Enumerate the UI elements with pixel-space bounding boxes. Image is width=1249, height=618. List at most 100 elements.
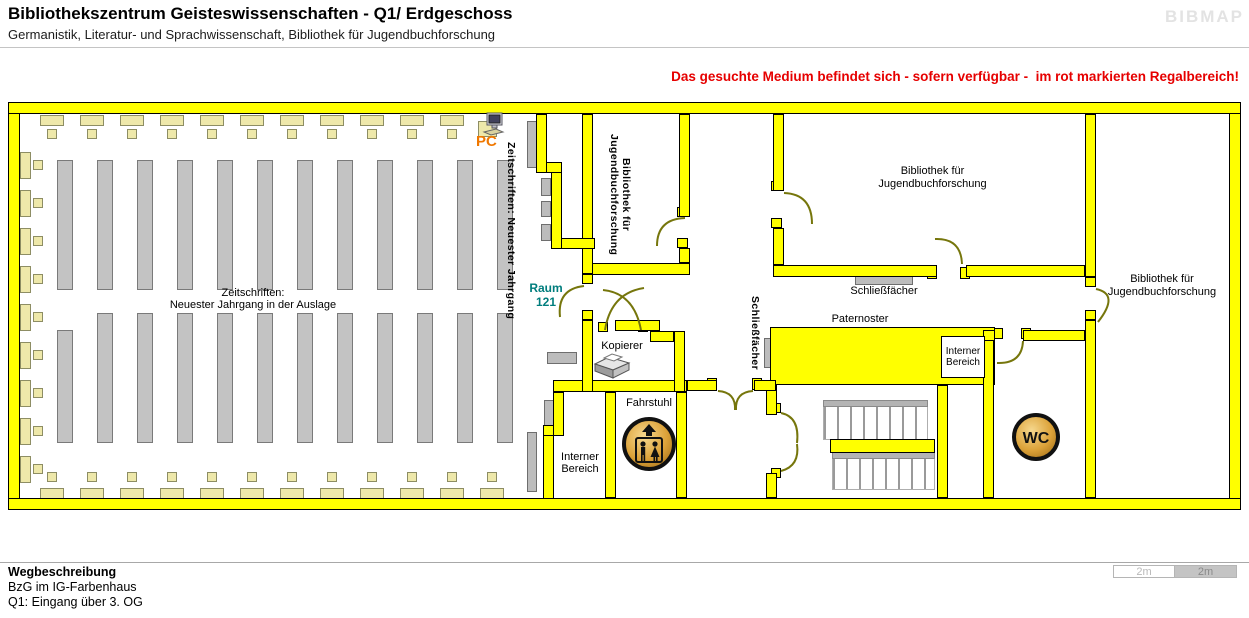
book-shelf [137,160,153,290]
journals-sign-line1: Zeitschriften: [221,287,285,299]
journal-shelf-bar [527,432,537,492]
internal-left-line1: Interner [561,451,599,463]
chair [407,129,417,139]
jugendbuch-room-top-label: Bibliothek für Jugendbuchforschung [830,165,1035,191]
wall [8,498,1241,510]
door-jamb [1085,310,1096,320]
wall [773,228,784,265]
door-swing-arc [780,412,799,444]
chair [247,472,257,482]
elevator-label: Fahrstuhl [626,397,672,409]
jugendbuch-right-line1: Bibliothek für [1130,273,1194,285]
door-jamb [582,310,593,320]
wall [1023,330,1085,341]
wall [983,330,995,341]
chair [287,472,297,482]
internal-area-left-label: Interner Bereich [548,451,612,475]
journals-display-sign: Zeitschriften: Neuester Jahrgang in der … [128,287,378,311]
side-table [20,304,31,331]
stair-flight [823,400,928,440]
reading-table [320,115,344,126]
stair-flight [832,452,935,490]
header-divider [0,47,1249,48]
side-table [20,456,31,483]
wall [553,392,564,436]
pc-icon [482,112,506,140]
chair [167,129,177,139]
reading-table [360,115,384,126]
internal-area-box: Interner Bereich [941,336,985,378]
door-jamb [677,238,688,248]
wall [1085,320,1096,498]
chair [33,350,43,360]
chair [287,129,297,139]
wc-icon: WC [1011,412,1061,462]
wall-shelf [541,201,551,217]
shelf-highlight-notice: Das gesuchte Medium befindet sich - sofe… [671,69,1239,84]
chair [33,388,43,398]
reading-table [160,115,184,126]
wall [536,114,547,173]
reading-table [120,115,144,126]
wall [615,320,660,331]
side-table [20,418,31,445]
chair [33,160,43,170]
internal-line1: Interner [945,346,981,357]
chair [207,472,217,482]
chair [407,472,417,482]
reading-table [400,115,424,126]
door-swing-arc [734,390,754,411]
door-swing-arc [783,192,813,225]
journals-sign-line2: Neuester Jahrgang in der Auslage [169,299,337,311]
chair [33,274,43,284]
jugendbuch-top-line1: Bibliothek für [900,165,965,177]
book-shelf [377,313,393,443]
room-121-label: Raum 121 [520,281,572,309]
chair [167,472,177,482]
jugendbuch-top-line2: Jugendbuchforschung [878,178,987,190]
wall [582,263,690,275]
chair [247,129,257,139]
wall [966,265,1085,277]
book-shelf [217,160,233,290]
wall [766,473,777,498]
door-jamb [598,322,608,332]
chair [367,129,377,139]
copier-label: Kopierer [601,340,643,352]
stair-rail [832,452,935,459]
side-table [20,380,31,407]
room-121-line1: Raum [529,281,563,295]
book-shelf [337,160,353,290]
wall [582,114,593,274]
elevator-icon [621,416,677,472]
copier-icon [592,350,632,382]
wall [650,331,674,342]
side-table [20,266,31,293]
book-shelf [257,313,273,443]
book-shelf [57,330,73,443]
book-shelf [497,160,513,290]
stair-rail [823,400,928,407]
wall [8,102,1241,114]
reading-table [80,115,104,126]
chair [33,464,43,474]
door-swing-arc [996,340,1024,365]
book-shelf [57,160,73,290]
reading-table [40,115,64,126]
wall-shelf [541,224,551,241]
book-shelf [177,160,193,290]
side-table [20,190,31,217]
wall [937,385,948,498]
jugendbuch-room-right-label: Bibliothek für Jugendbuchforschung [1092,273,1232,299]
reading-table [280,115,304,126]
pc-label: PC [476,133,497,150]
book-shelf [257,160,273,290]
chair [87,472,97,482]
chair [207,129,217,139]
book-shelf [97,313,113,443]
door-jamb [582,274,593,284]
chair [447,472,457,482]
book-shelf [297,160,313,290]
scale-segment-left: 2m [1113,565,1175,578]
door-jamb [1085,277,1096,287]
